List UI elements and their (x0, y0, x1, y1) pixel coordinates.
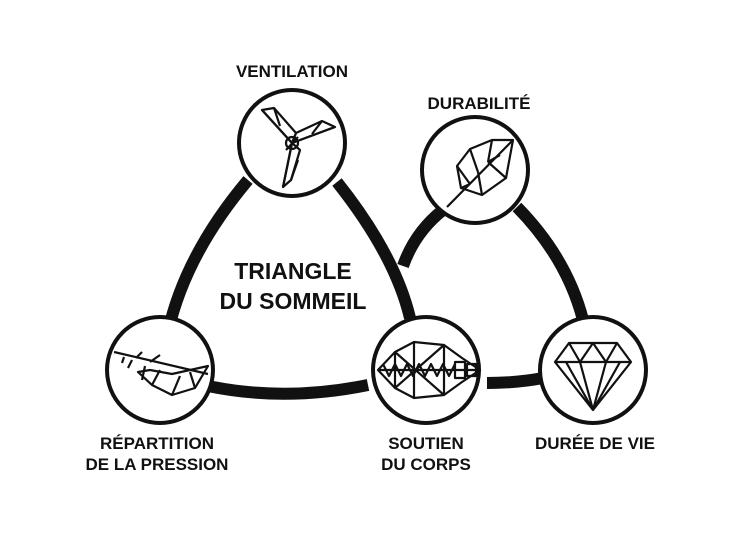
durabilite-circle (420, 115, 530, 225)
edge-repartition-soutien (206, 379, 370, 400)
center-title: TRIANGLE DU SOMMEIL (183, 257, 403, 317)
ventilation-label: VENTILATION (192, 61, 392, 82)
diamond-icon (553, 341, 633, 412)
durabilite-label: DURABILITÉ (379, 93, 579, 114)
ventilation-label-text: VENTILATION (235, 62, 349, 81)
edge-ventilation-repartition (162, 176, 253, 334)
repartition-label-line2: DE LA PRESSION (85, 455, 229, 475)
repartition-label: RÉPARTITION DE LA PRESSION (57, 433, 257, 476)
duree-circle (538, 315, 648, 425)
feather-icon (113, 350, 210, 397)
soutien-label-line1: SOUTIEN (388, 434, 464, 453)
edge-soutien-duree (486, 372, 545, 389)
durabilite-label-text: DURABILITÉ (427, 94, 531, 113)
center-title-line1: TRIANGLE (234, 258, 352, 284)
edge-ventilation-soutien (332, 178, 416, 320)
repartition-label-line1: RÉPARTITION (100, 434, 214, 453)
leaf-icon (446, 138, 515, 208)
edge-durabilite-soutien (397, 205, 447, 269)
duree-label: DURÉE DE VIE (495, 433, 695, 454)
edge-durabilite-duree (512, 202, 589, 322)
propeller-icon (260, 106, 337, 189)
spine-icon (376, 340, 482, 400)
soutien-label: SOUTIEN DU CORPS (351, 433, 501, 476)
soutien-label-line2: DU CORPS (381, 455, 471, 475)
center-title-line2: DU SOMMEIL (219, 287, 367, 314)
duree-label-text: DURÉE DE VIE (535, 434, 655, 453)
